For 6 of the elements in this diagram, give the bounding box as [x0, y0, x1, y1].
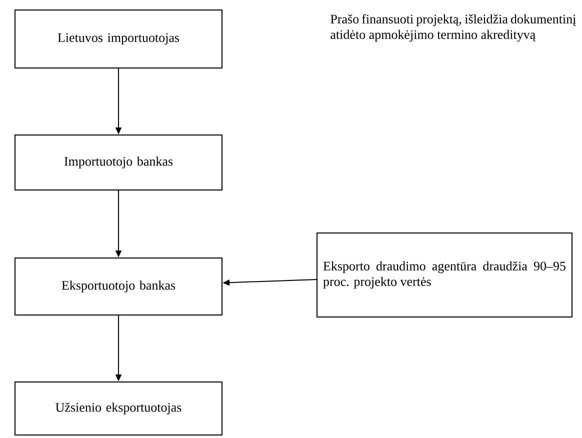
process-box: Užsienio eksportuotojas — [14, 382, 222, 436]
process-box: Importuotojo bankas — [14, 134, 222, 190]
process-box: Eksportuotojo bankas — [14, 258, 222, 316]
note-box: Eksporto draudimo agentūra draudžia 90–95 proc. projekto vertės — [316, 232, 572, 318]
note-text: Prašo finansuoti projektą, išleidžia dokumentinį atidėto apmokėjimo termino akredityvą — [330, 14, 576, 42]
process-box: Lietuvos importuotojas — [14, 10, 222, 68]
